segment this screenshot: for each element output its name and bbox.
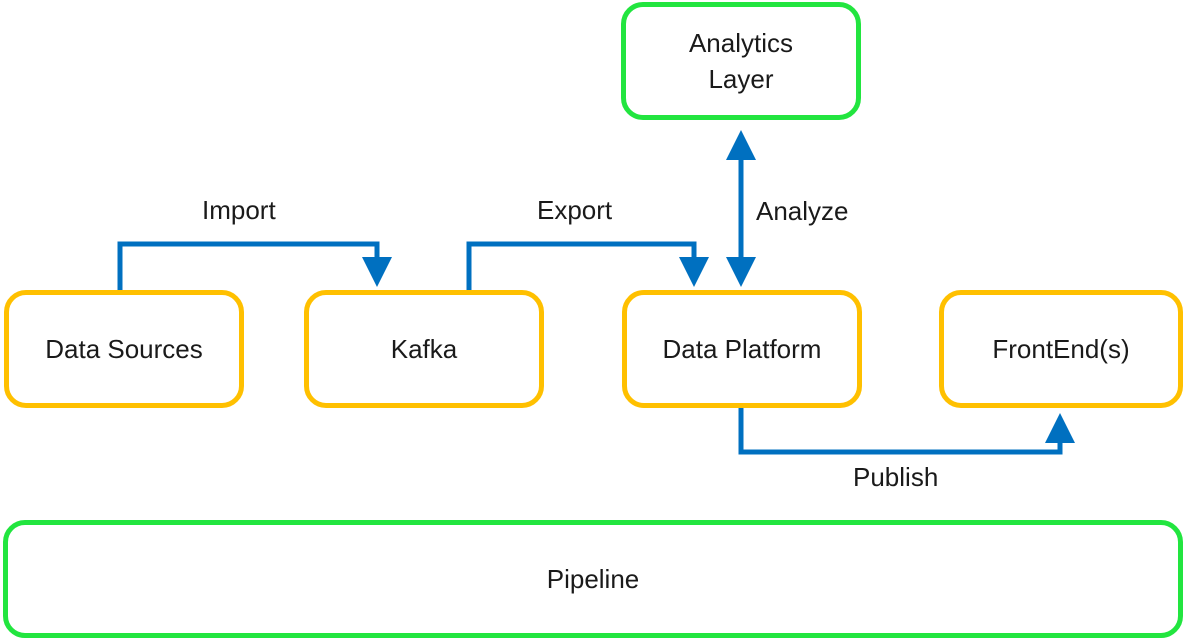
import-connector — [117, 241, 392, 290]
node-analytics-layer-label: Analytics Layer — [688, 28, 794, 94]
node-data-sources: Data Sources — [4, 290, 244, 408]
node-data-sources-label: Data Sources — [45, 334, 203, 364]
publish-connector — [738, 404, 1075, 455]
node-frontends: FrontEnd(s) — [939, 290, 1183, 408]
edge-label-publish: Publish — [853, 462, 939, 492]
node-data-platform: Data Platform — [622, 290, 862, 408]
edge-label-import: Import — [202, 195, 276, 225]
node-frontends-label: FrontEnd(s) — [992, 334, 1130, 364]
node-analytics-layer: Analytics Layer — [621, 2, 861, 120]
node-kafka-label: Kafka — [390, 334, 458, 364]
edge-label-export: Export — [537, 195, 613, 225]
node-kafka: Kafka — [304, 290, 544, 408]
edge-label-analyze: Analyze — [756, 196, 849, 226]
node-pipeline-label: Pipeline — [546, 564, 640, 594]
export-connector — [466, 241, 709, 293]
node-pipeline: Pipeline — [3, 520, 1183, 638]
node-data-platform-label: Data Platform — [662, 334, 822, 364]
